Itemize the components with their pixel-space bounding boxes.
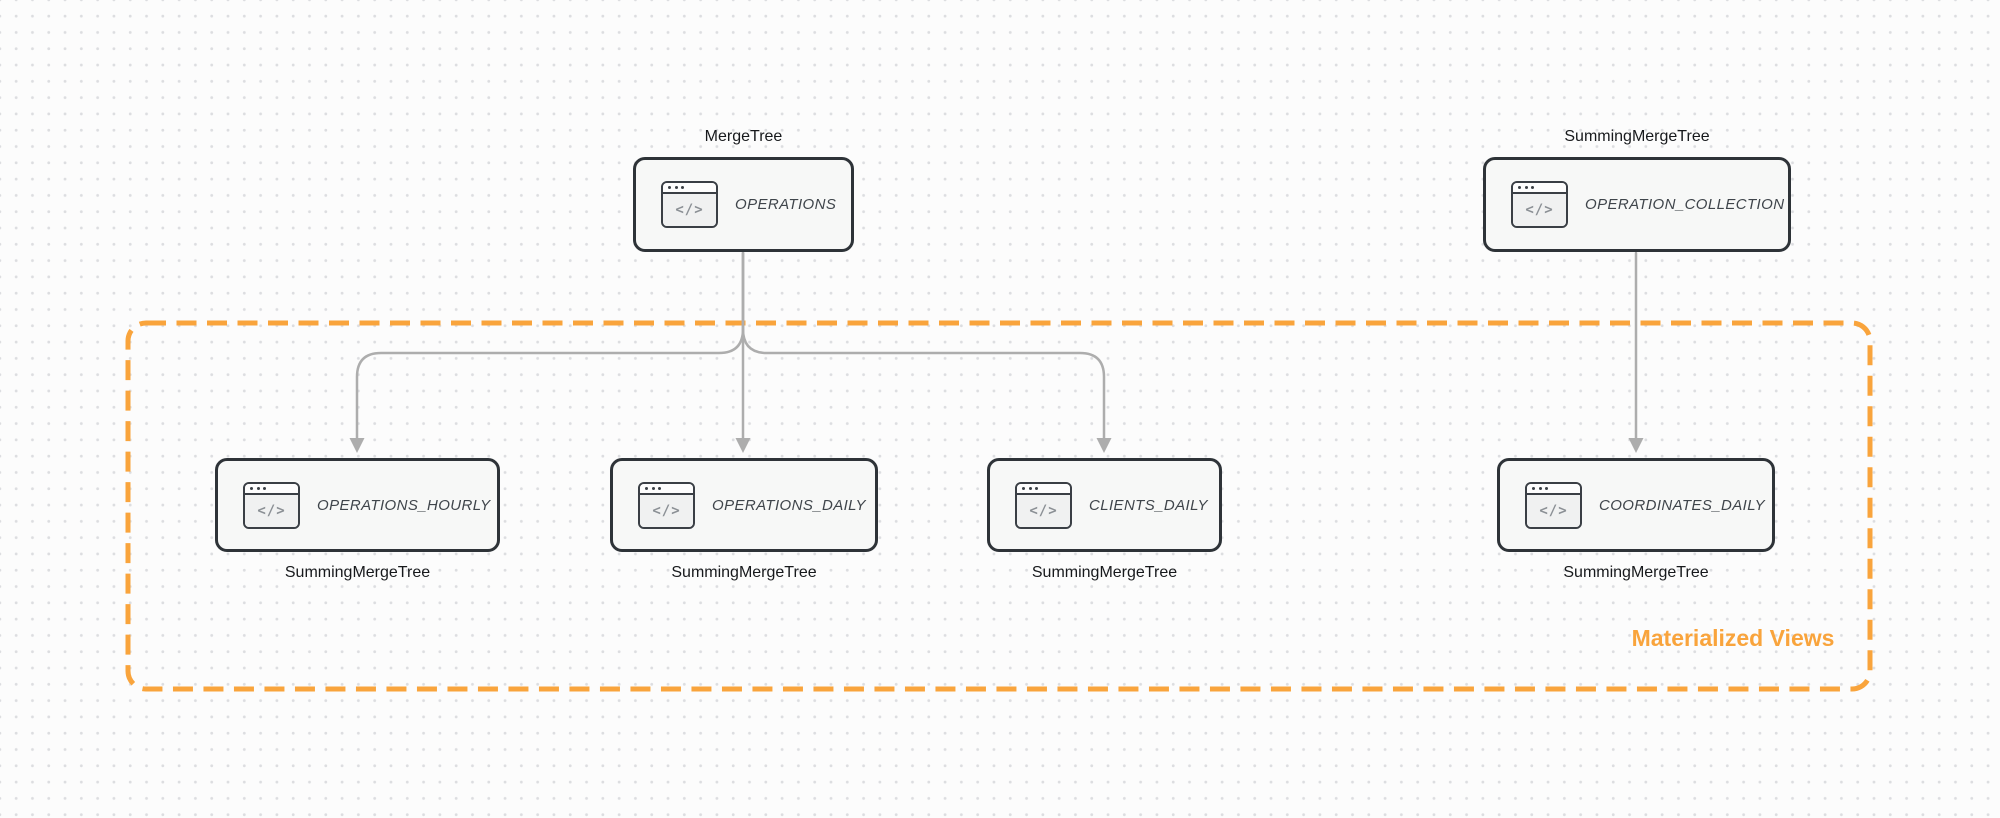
engine-label: SummingMergeTree <box>1563 564 1709 581</box>
node-group-operations-hourly: </> OPERATIONS_HOURLY SummingMergeTree <box>215 458 500 581</box>
node-group-coordinates-daily: </> COORDINATES_DAILY SummingMergeTree <box>1497 458 1775 581</box>
node-operations-hourly[interactable]: </> OPERATIONS_HOURLY <box>215 458 500 552</box>
engine-label: SummingMergeTree <box>284 564 431 581</box>
node-title: OPERATION_COLLECTION <box>1585 196 1785 213</box>
node-title: OPERATIONS <box>735 196 837 213</box>
node-group-clients-daily: </> CLIENTS_DAILY SummingMergeTree <box>987 458 1222 581</box>
window-titlebar <box>1017 483 1070 495</box>
materialized-views-label: Materialized Views <box>1631 625 1835 651</box>
node-operations[interactable]: </> OPERATIONS <box>633 157 854 252</box>
node-coordinates-daily[interactable]: </> COORDINATES_DAILY <box>1497 458 1775 552</box>
arrowhead-coordinates-daily <box>1628 438 1644 453</box>
window-titlebar <box>1513 183 1566 194</box>
window-titlebar <box>245 483 298 495</box>
code-glyph: </> <box>1513 194 1566 226</box>
materialized-views-group-outline <box>125 320 1873 692</box>
engine-label: MergeTree <box>704 128 783 145</box>
code-window-icon: </> <box>1511 181 1568 228</box>
node-title: OPERATIONS_DAILY <box>712 496 866 514</box>
code-window-icon: </> <box>1015 481 1072 529</box>
node-title: OPERATIONS_HOURLY <box>317 496 491 514</box>
edge-operations-to-clients-daily <box>741 251 1106 440</box>
node-group-operation-collection: SummingMergeTree </> OPERATION_COLLECTIO… <box>1483 128 1791 252</box>
engine-label: SummingMergeTree <box>671 564 817 581</box>
code-glyph: </> <box>663 194 716 226</box>
node-group-operations: MergeTree </> OPERATIONS <box>633 128 854 252</box>
node-operation-collection[interactable]: </> OPERATION_COLLECTION <box>1483 157 1791 252</box>
node-operations-daily[interactable]: </> OPERATIONS_DAILY <box>610 458 878 552</box>
code-glyph: </> <box>245 494 298 527</box>
node-title: CLIENTS_DAILY <box>1089 496 1208 514</box>
code-window-icon: </> <box>243 481 300 529</box>
engine-label: SummingMergeTree <box>1031 564 1178 581</box>
code-window-icon: </> <box>1525 481 1582 529</box>
code-glyph: </> <box>1527 494 1580 527</box>
node-title: COORDINATES_DAILY <box>1599 496 1766 514</box>
arrowhead-operations-hourly <box>349 438 365 453</box>
node-group-operations-daily: </> OPERATIONS_DAILY SummingMergeTree <box>610 458 878 581</box>
window-titlebar <box>1527 483 1580 495</box>
window-titlebar <box>640 483 693 495</box>
engine-label: SummingMergeTree <box>1564 128 1710 145</box>
window-titlebar <box>663 183 716 194</box>
node-clients-daily[interactable]: </> CLIENTS_DAILY <box>987 458 1222 552</box>
arrowhead-operations-daily <box>735 438 751 453</box>
code-window-icon: </> <box>638 481 695 529</box>
arrowhead-clients-daily <box>1096 438 1112 453</box>
edge-operations-to-operations-hourly <box>355 251 745 440</box>
code-glyph: </> <box>640 494 693 527</box>
code-glyph: </> <box>1017 494 1070 527</box>
code-window-icon: </> <box>661 181 718 228</box>
